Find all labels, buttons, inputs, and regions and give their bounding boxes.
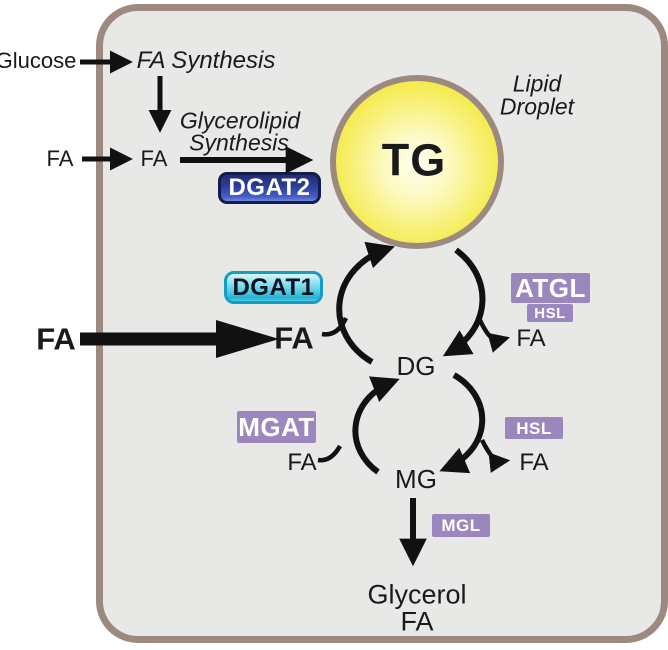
hsl-right-enzyme-badge: HSL — [505, 417, 563, 439]
fa-hsl-product-label: FA — [519, 449, 549, 476]
mgl-enzyme-badge: MGL — [432, 514, 490, 537]
lipid-droplet-label-line2: Droplet — [499, 93, 575, 120]
hsl-under-atgl-enzyme-badge: HSL — [527, 304, 573, 322]
glycerol-label: Glycerol — [367, 579, 467, 610]
lipid-droplet-circle — [330, 75, 504, 249]
fa-final-label: FA — [400, 606, 434, 637]
tg-label: TG — [381, 134, 447, 186]
fa-mgat-substrate-label: FA — [287, 449, 317, 476]
mgat-enzyme-badge: MGAT — [237, 411, 316, 443]
fa-input-left-label: FA — [46, 146, 74, 171]
fa-synthesis-label: FA Synthesis — [136, 47, 276, 74]
dg-label: DG — [396, 351, 436, 381]
fa-atgl-product-label: FA — [516, 325, 546, 352]
mg-label: MG — [395, 464, 437, 494]
glucose-label: Glucose — [0, 48, 77, 73]
dgat2-enzyme-badge: DGAT2 — [218, 172, 321, 204]
atgl-enzyme-badge: ATGL — [511, 273, 590, 303]
glycerolipid-synthesis-label-line2: Synthesis — [189, 129, 289, 156]
glycerolipid-synthesis-label-line1: Glycerolipid — [179, 107, 301, 134]
lipid-droplet-label-line1: Lipid — [512, 70, 562, 97]
fa-after-synthesis-label: FA — [140, 146, 168, 171]
fa-bold-inner-label: FA — [274, 320, 314, 356]
fa-bold-outer-label: FA — [36, 321, 76, 357]
dgat1-enzyme-badge: DGAT1 — [224, 271, 323, 304]
